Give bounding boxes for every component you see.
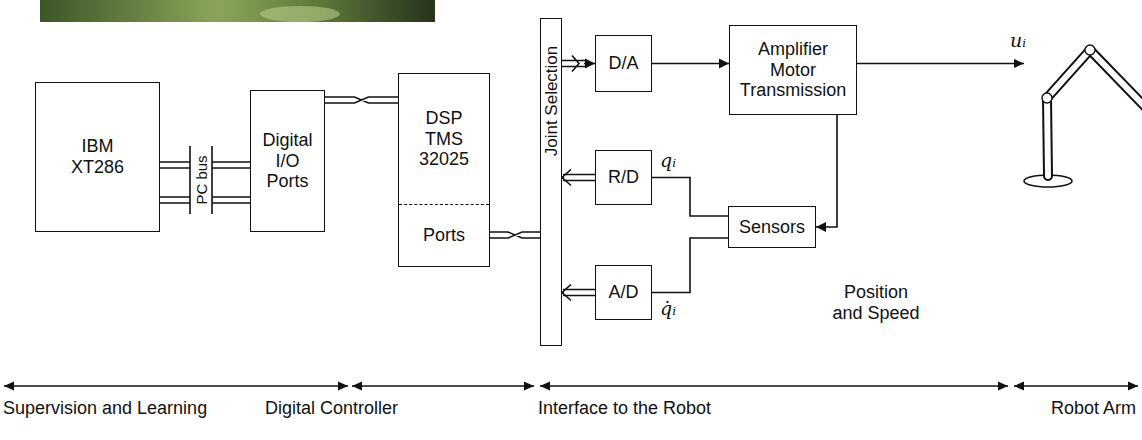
node-text: R/D bbox=[608, 167, 639, 188]
sensor-wire bbox=[652, 178, 728, 217]
output-arrow bbox=[854, 63, 1024, 65]
signal-arrow bbox=[562, 56, 595, 72]
signal-arrow bbox=[562, 290, 595, 296]
robot-joint bbox=[1042, 93, 1052, 103]
bus-label: PC bus bbox=[194, 155, 209, 204]
text-cell: Joint Selection bbox=[541, 19, 561, 345]
signal-arrow bbox=[816, 115, 837, 227]
photo-highlight bbox=[260, 6, 340, 22]
cable-link bbox=[490, 232, 540, 238]
signal-arrow bbox=[562, 175, 595, 181]
ruler-arrow bbox=[352, 385, 534, 387]
band-label: Joint Selection bbox=[543, 46, 560, 157]
text-cell: IBM XT286 bbox=[36, 83, 159, 231]
node-text: A/D bbox=[608, 282, 638, 303]
cable-link bbox=[325, 97, 398, 103]
robot-link-outline bbox=[1047, 50, 1142, 176]
node-text: Ports bbox=[423, 225, 465, 246]
robot-arm-drawing bbox=[1024, 45, 1142, 187]
section-label: Robot Arm bbox=[1051, 398, 1136, 419]
text-cell: D/A bbox=[596, 36, 651, 91]
text-cell: Sensors bbox=[729, 207, 815, 247]
text-cell: R/D bbox=[596, 151, 651, 204]
text-cell: Ports bbox=[399, 204, 489, 265]
text-cell: DSP TMS 32025 bbox=[399, 74, 489, 204]
robot-link-fill bbox=[1047, 50, 1142, 176]
signal-name: q̇ᵢ bbox=[660, 298, 676, 320]
text-cell: Amplifier Motor Transmission bbox=[730, 26, 856, 114]
ruler-arrow bbox=[1014, 385, 1138, 387]
sensor-box: Sensors bbox=[728, 206, 816, 248]
converter-box: A/D bbox=[595, 265, 652, 320]
selection-band: Joint Selection bbox=[540, 18, 562, 346]
drive-box: Amplifier Motor Transmission bbox=[729, 25, 857, 115]
signal-name: qᵢ bbox=[660, 150, 676, 172]
converter-box: R/D bbox=[595, 150, 652, 205]
text-cell: A/D bbox=[596, 266, 651, 319]
signal-note: Position and Speed bbox=[828, 282, 924, 323]
io-box: Digital I/O Ports bbox=[250, 90, 325, 232]
robot-joint bbox=[1085, 45, 1095, 55]
node-text: DSP TMS 32025 bbox=[413, 108, 475, 170]
signal-arrow bbox=[652, 63, 729, 65]
node-text: IBM XT286 bbox=[62, 136, 134, 177]
photo-strip bbox=[40, 0, 435, 22]
text-cell: Digital I/O Ports bbox=[251, 91, 324, 231]
section-label: Interface to the Robot bbox=[538, 398, 711, 419]
signal-name: uᵢ bbox=[1010, 30, 1026, 52]
ruler-arrow bbox=[4, 385, 348, 387]
node-text: Sensors bbox=[739, 217, 805, 238]
section-ruler bbox=[4, 386, 1138, 387]
section-label: Supervision and Learning bbox=[3, 398, 207, 419]
ruler-arrow bbox=[540, 385, 1008, 387]
dsp-box: DSP TMS 32025Ports bbox=[398, 73, 490, 267]
sensor-wire bbox=[652, 238, 728, 293]
node-text: Digital I/O Ports bbox=[257, 130, 319, 192]
node-text: D/A bbox=[608, 53, 638, 74]
section-label: Digital Controller bbox=[265, 398, 398, 419]
converter-box: D/A bbox=[595, 35, 652, 92]
computer-box: IBM XT286 bbox=[35, 82, 160, 232]
node-text: Amplifier Motor Transmission bbox=[735, 39, 851, 101]
